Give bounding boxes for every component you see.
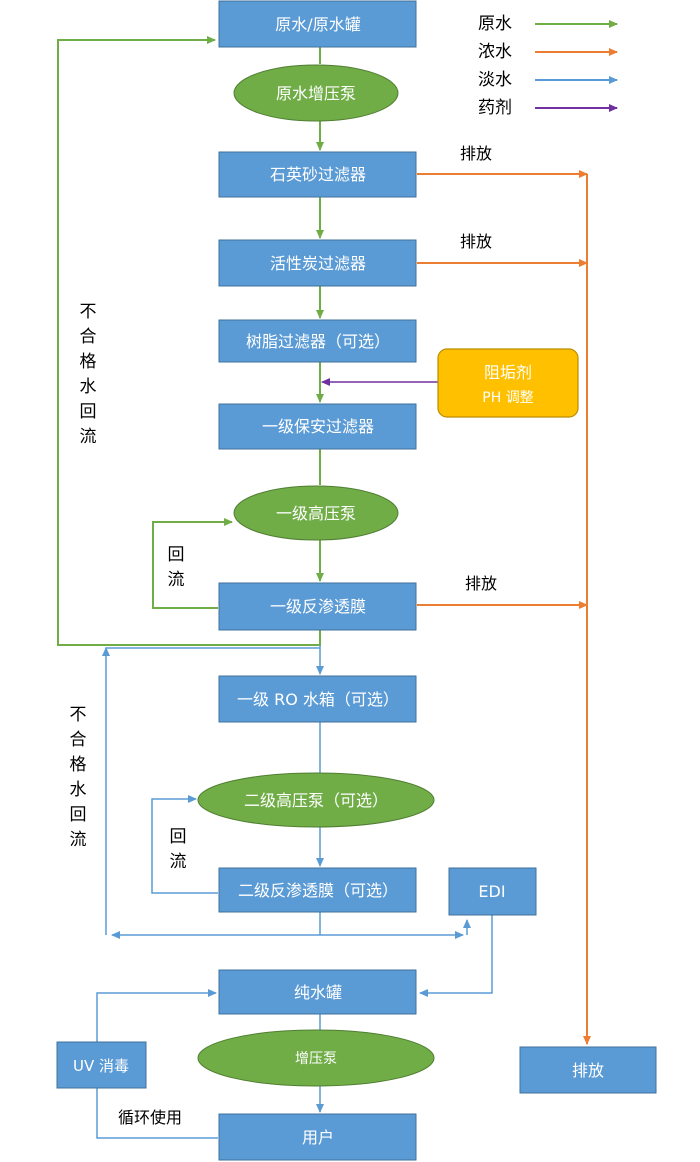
reflux-label-1: 回 流 — [168, 545, 185, 590]
chemical-line1: 阻垢剂 — [484, 363, 532, 382]
vertical-char: 水 — [70, 780, 87, 800]
legend-label: 原水 — [478, 14, 512, 34]
raw-tank-label: 原水/原水罐 — [275, 15, 360, 34]
vertical-char: 回 — [80, 402, 97, 422]
quartz-filter-node: 石英砂过滤器 — [218, 151, 417, 198]
pure-tank-node: 纯水罐 — [218, 969, 417, 1015]
discharge-label-1: 排放 — [460, 144, 492, 163]
raw-booster-pump-node: 原水增压泵 — [233, 64, 399, 122]
user-node: 用户 — [218, 1113, 417, 1161]
quartz-filter-label: 石英砂过滤器 — [270, 165, 366, 184]
legend-fresh-water: 淡水 — [478, 70, 618, 90]
recycle-label: 循环使用 — [118, 1108, 182, 1127]
reflux-loop-2 — [151, 795, 218, 894]
hp-pump1-label: 一级高压泵 — [276, 504, 356, 523]
discharge-node: 排放 — [519, 1046, 657, 1094]
uv-return-line — [96, 989, 217, 1042]
hp-pump2-label: 二级高压泵（可选） — [244, 791, 388, 810]
uv-node: UV 消毒 — [56, 1041, 147, 1089]
reject-return-label-2: 不 合 格 水 回 流 — [70, 705, 87, 850]
chemical-line2: PH 调整 — [482, 390, 533, 406]
discharge-label-3: 排放 — [465, 574, 497, 593]
chemical-dosing-node: 阻垢剂 PH 调整 — [437, 348, 579, 418]
vertical-char: 回 — [170, 827, 187, 847]
resin-filter-label: 树脂过滤器（可选） — [246, 332, 390, 351]
vertical-char: 格 — [70, 755, 87, 775]
edi-label: EDI — [478, 882, 505, 901]
legend-label: 浓水 — [478, 42, 512, 62]
edi-outlet-line — [419, 915, 493, 997]
vertical-char: 流 — [170, 852, 187, 872]
vertical-char: 回 — [70, 805, 87, 825]
fresh-water-lines — [96, 645, 493, 1139]
vertical-char: 不 — [80, 302, 97, 322]
concentrate-lines — [417, 170, 591, 1045]
legend-chemical: 药剂 — [478, 98, 618, 118]
raw-tank-node: 原水/原水罐 — [218, 0, 417, 48]
vertical-char: 合 — [70, 730, 87, 750]
legend-label: 淡水 — [478, 70, 512, 90]
vertical-char: 流 — [80, 427, 97, 447]
reflux-label-2: 回 流 — [170, 827, 187, 872]
ro-tank-node: 一级 RO 水箱（可选） — [218, 675, 417, 723]
raw-water-lines — [57, 36, 324, 646]
reject-return-label-1: 不 合 格 水 回 流 — [80, 302, 97, 447]
security-filter-label: 一级保安过滤器 — [262, 417, 374, 436]
vertical-char: 合 — [80, 327, 97, 347]
hp-pump1-node: 一级高压泵 — [233, 485, 399, 541]
vertical-char: 水 — [80, 377, 97, 397]
ro-tank-label: 一级 RO 水箱（可选） — [237, 690, 399, 709]
reflux-loop-1 — [152, 518, 233, 609]
legend-raw-water: 原水 — [478, 14, 618, 34]
legend: 原水 浓水 淡水 药剂 — [478, 14, 618, 118]
user-label: 用户 — [302, 1128, 334, 1147]
edi-node: EDI — [448, 867, 537, 916]
vertical-char: 格 — [80, 352, 97, 372]
legend-concentrate: 浓水 — [478, 42, 618, 62]
ro1-label: 一级反渗透膜 — [270, 597, 366, 616]
ro1-node: 一级反渗透膜 — [218, 582, 417, 631]
carbon-filter-label: 活性炭过滤器 — [270, 254, 366, 273]
vertical-char: 流 — [70, 830, 87, 850]
vertical-char: 不 — [70, 705, 87, 725]
hp-pump2-node: 二级高压泵（可选） — [197, 772, 435, 828]
raw-booster-pump-label: 原水增压泵 — [276, 84, 356, 103]
vertical-char: 流 — [168, 570, 185, 590]
discharge-box-label: 排放 — [572, 1061, 604, 1080]
carbon-filter-node: 活性炭过滤器 — [218, 239, 417, 287]
ro2-node: 二级反渗透膜（可选） — [218, 867, 417, 913]
pure-tank-label: 纯水罐 — [294, 983, 342, 1002]
ro2-label: 二级反渗透膜（可选） — [238, 881, 398, 900]
recycle-line — [96, 1088, 218, 1139]
vertical-char: 回 — [168, 545, 185, 565]
security-filter-node: 一级保安过滤器 — [218, 403, 417, 450]
legend-label: 药剂 — [478, 98, 512, 118]
resin-filter-node: 树脂过滤器（可选） — [218, 319, 417, 363]
reject-return-line-1 — [57, 36, 321, 646]
booster-pump-label: 增压泵 — [295, 1051, 337, 1067]
booster-pump-node: 增压泵 — [197, 1029, 435, 1087]
uv-label: UV 消毒 — [73, 1057, 129, 1075]
discharge-label-2: 排放 — [460, 232, 492, 251]
